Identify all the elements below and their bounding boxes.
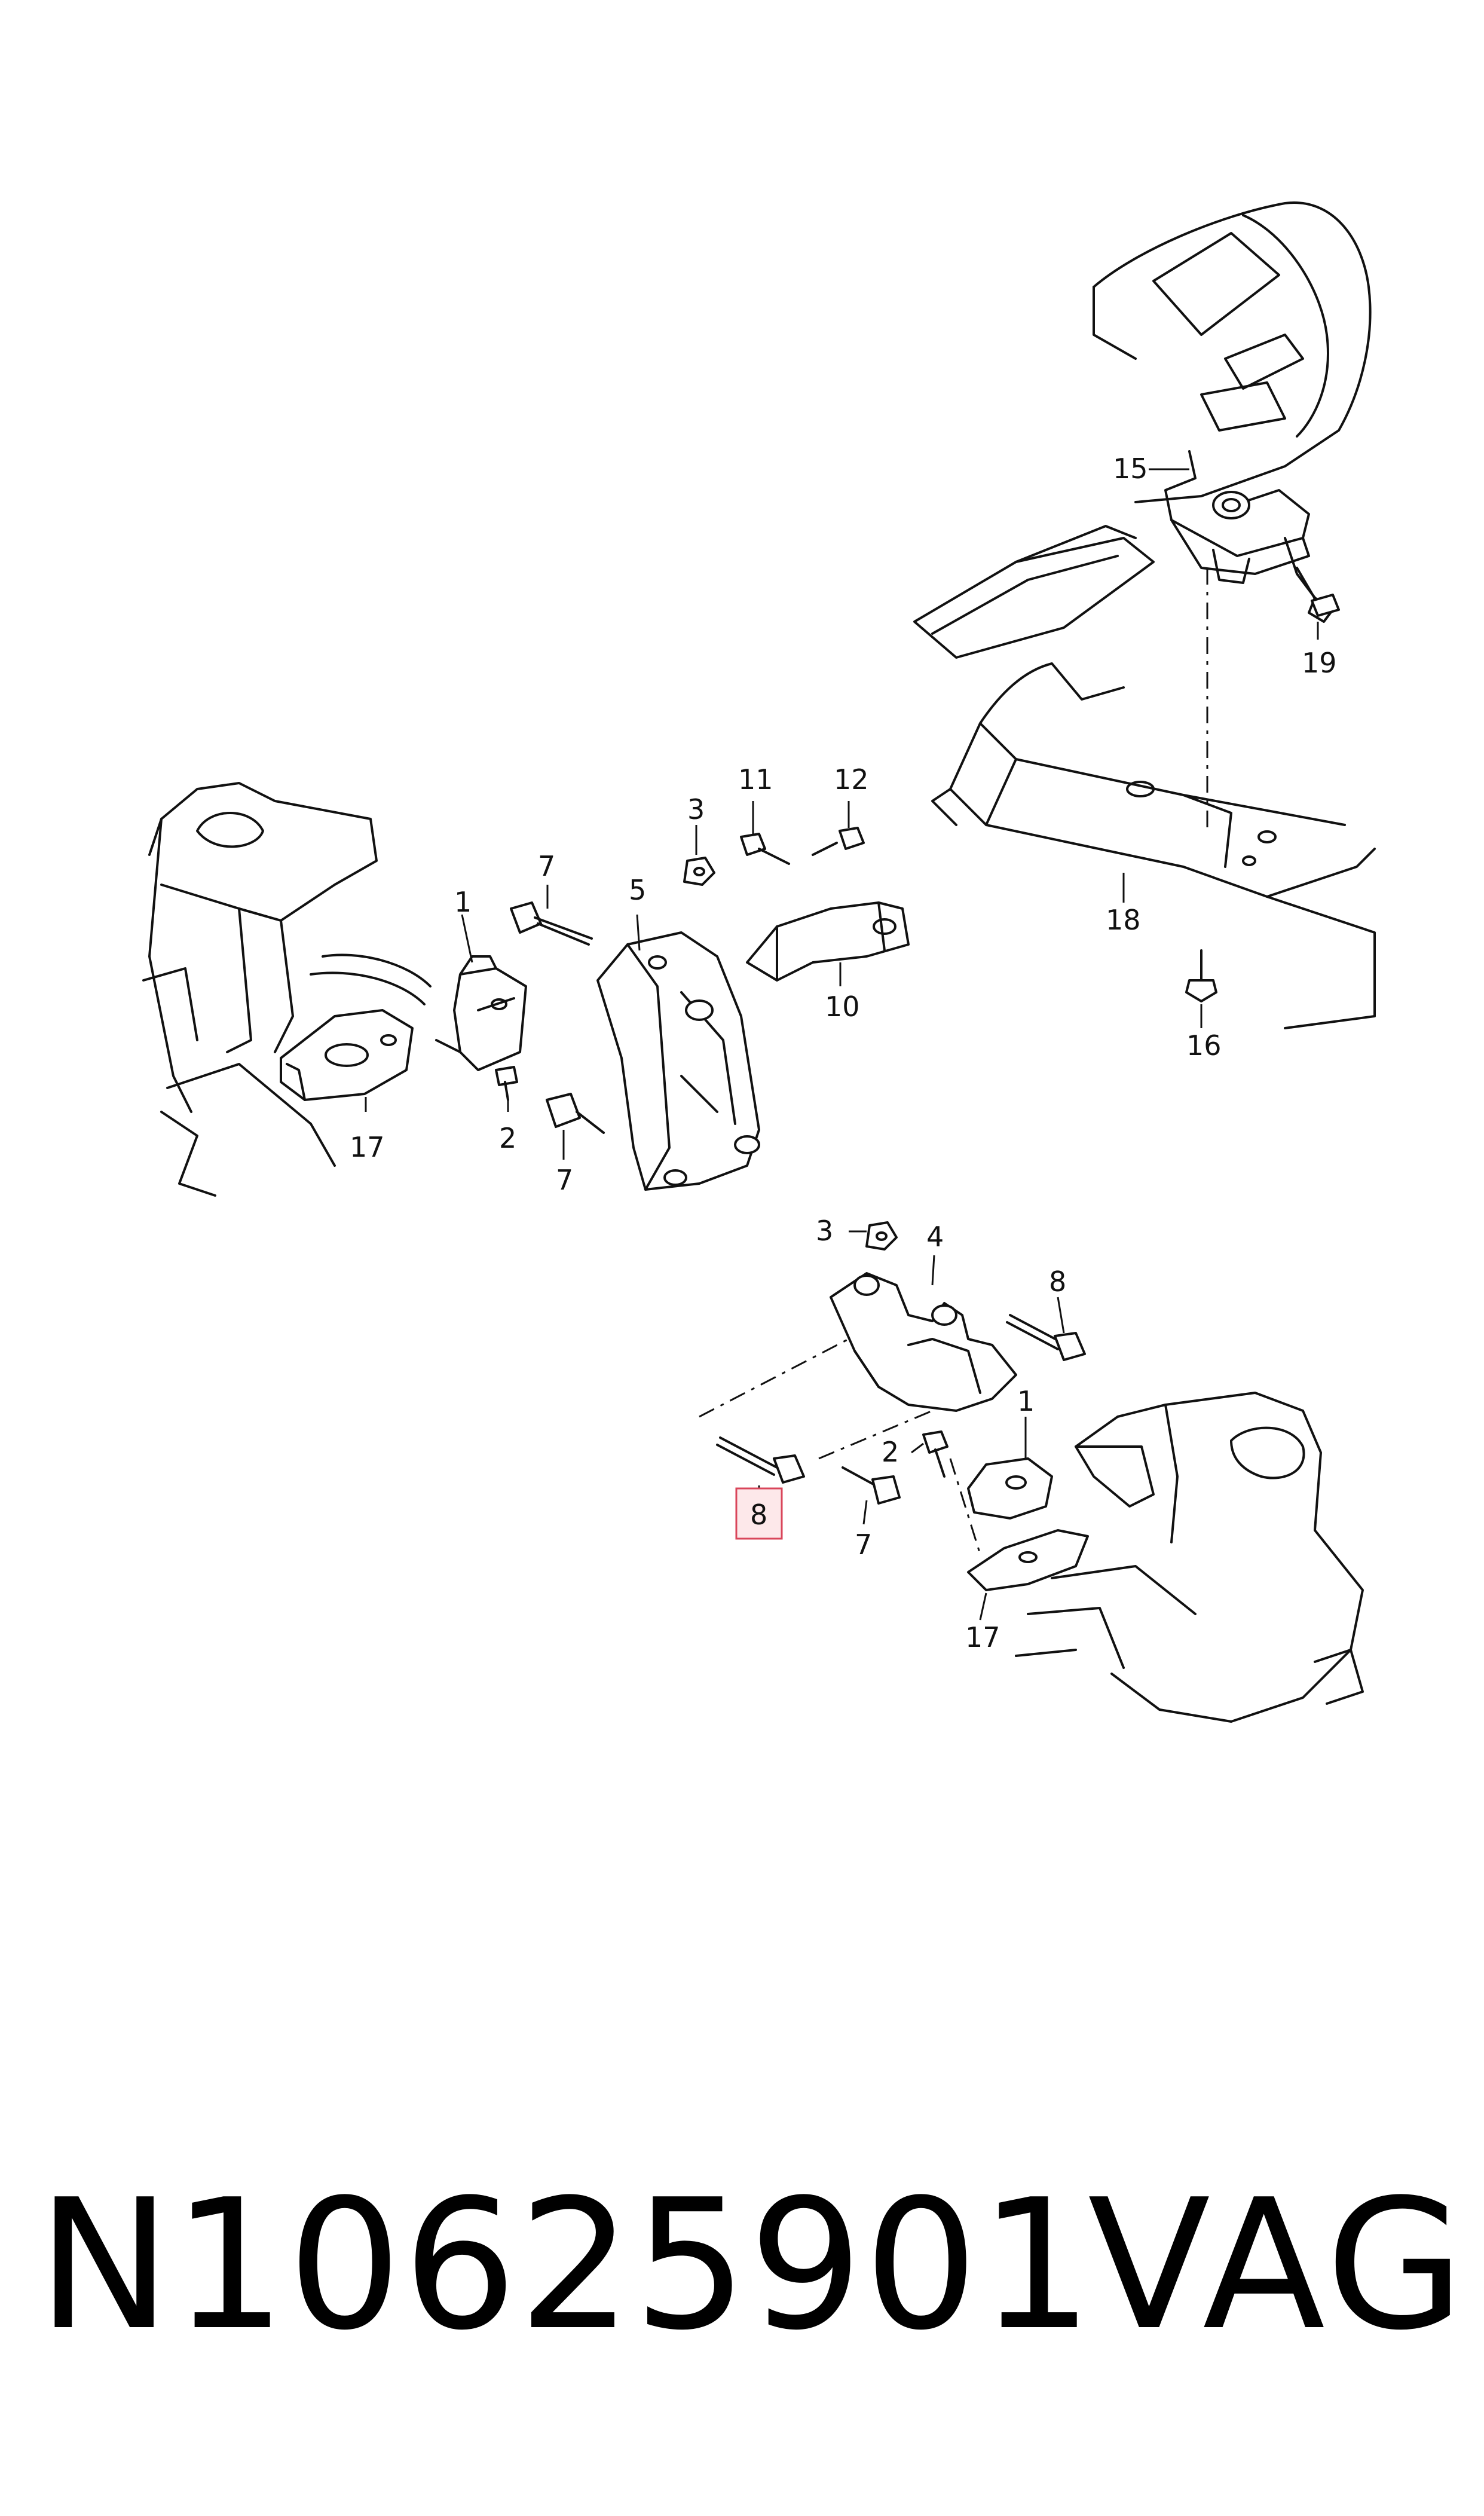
bolt-2-left [495, 1066, 518, 1101]
crossmember [931, 662, 1376, 1029]
callout-4: 4 [926, 1221, 944, 1253]
transmission-assembly [913, 201, 1372, 659]
chassis-right [1015, 1392, 1364, 1723]
callout-15: 15 [1113, 453, 1148, 485]
callout-12: 12 [834, 763, 869, 796]
part-number: N10625901 [37, 2161, 1095, 2370]
callout-10: 10 [825, 990, 860, 1023]
bolt-12 [812, 827, 865, 856]
callout-8: 8 [1049, 1265, 1066, 1298]
engine-body-left [142, 782, 432, 1197]
callout-16: 16 [1186, 1029, 1222, 1062]
callout-1: 1 [1017, 1385, 1035, 1417]
bracket-5 [596, 931, 760, 1191]
mount-1-right [967, 1457, 1053, 1520]
mount-17-right [967, 1529, 1089, 1591]
callout-7: 7 [556, 1164, 573, 1196]
callout-7: 7 [855, 1528, 872, 1561]
bolt-7-upper [510, 901, 593, 946]
leader-lines [365, 468, 1319, 1621]
callout-2: 2 [499, 1122, 516, 1154]
mount-1-left [435, 955, 527, 1071]
rear-mount-bracket [1164, 450, 1334, 623]
alignment-line-lower-3 [949, 1458, 981, 1555]
bolt-11 [740, 833, 790, 865]
bolt-8-highlighted [716, 1436, 805, 1484]
bolt-7-right [842, 1466, 901, 1505]
brand-label: VAG [1088, 2161, 1468, 2370]
highlight-box [735, 1487, 783, 1540]
bracket-10 [746, 901, 910, 982]
alignment-line-lower-1 [699, 1338, 849, 1418]
callout-17: 17 [350, 1131, 385, 1163]
callout-1: 1 [454, 886, 472, 918]
bolt-2-right [922, 1430, 948, 1478]
bolt-7-lower [546, 1093, 605, 1134]
bolt-16 [1185, 949, 1217, 1002]
callout-3: 3 [816, 1215, 833, 1247]
callout-18: 18 [1106, 904, 1141, 936]
nut-3-left [683, 857, 715, 886]
callout-8-highlighted: 8 [750, 1499, 767, 1531]
mount-17-left [280, 1009, 414, 1101]
callout-7: 7 [538, 850, 555, 882]
mount-4 [830, 1272, 1017, 1412]
callout-19: 19 [1302, 647, 1337, 679]
callout-5: 5 [629, 874, 646, 906]
bolt-8-right [1006, 1314, 1086, 1361]
callout-17: 17 [965, 1621, 1000, 1653]
callout-2: 2 [882, 1436, 899, 1468]
nut-3-right [865, 1221, 898, 1251]
bolt-19 [1296, 567, 1340, 617]
alignment-line-lower-2 [818, 1410, 933, 1460]
callout-11: 11 [738, 763, 773, 796]
callout-3: 3 [687, 793, 705, 826]
parts-exploded-diagram: 15 19 18 16 11 12 3 7 5 1 10 17 2 7 3 4 … [142, 201, 1376, 1723]
